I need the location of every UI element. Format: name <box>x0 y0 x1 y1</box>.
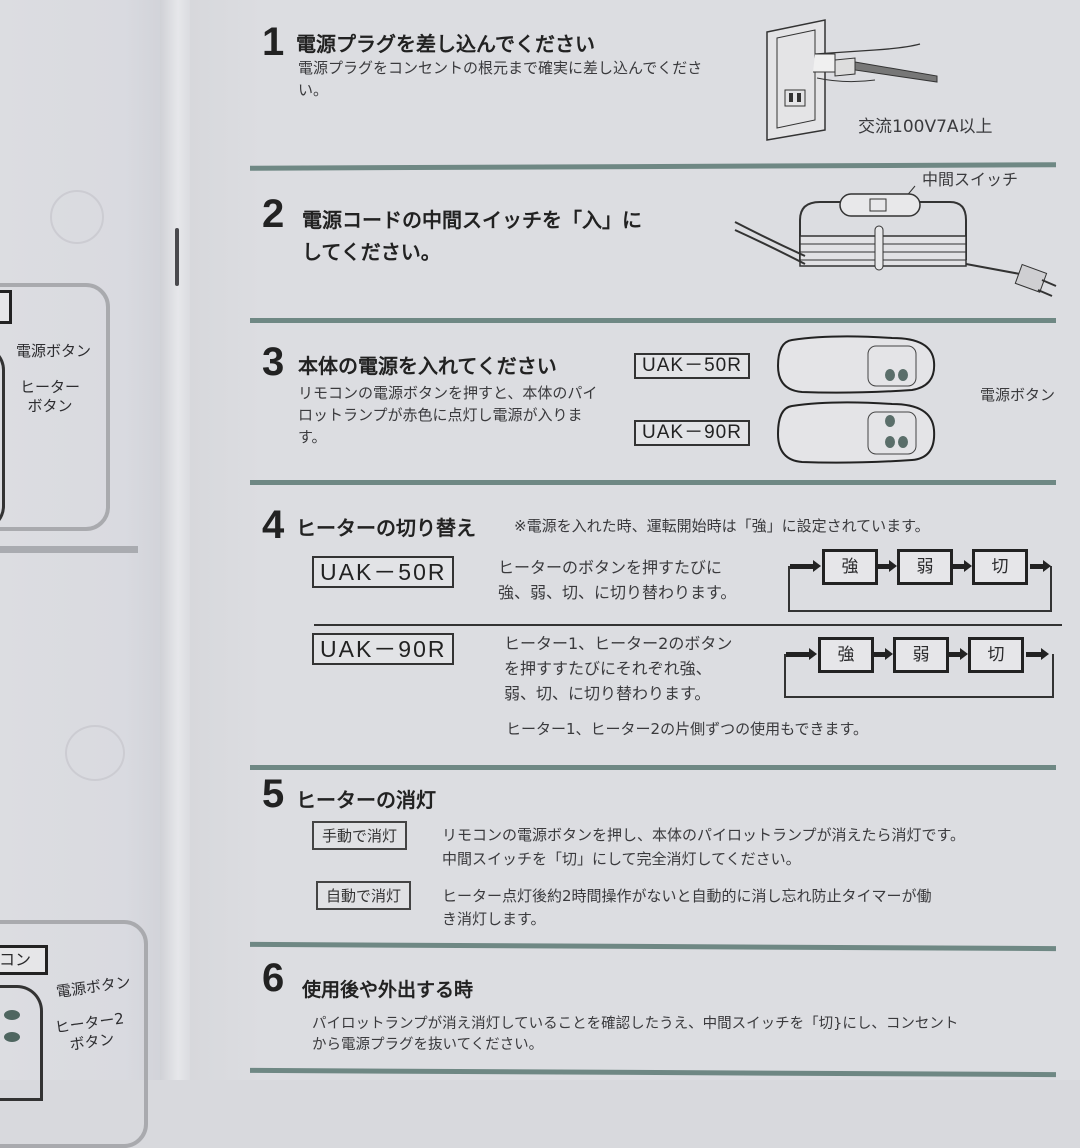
arrow-icon <box>1026 648 1049 660</box>
step-1-body: 電源プラグをコンセントの根元まで確実に差し込んでください。 <box>298 59 703 99</box>
step-5-title: ヒーターの消灯 <box>296 788 436 812</box>
uak50r-text-line1: ヒーターのボタンを押すたびに <box>498 558 723 577</box>
remote-controls-illustration <box>776 335 936 464</box>
arrow-icon <box>953 560 972 572</box>
faint-prohibit-icon <box>65 725 125 781</box>
remote-panel-tag-bottom: コン <box>0 945 48 975</box>
left-divider <box>0 546 138 553</box>
staple-icon <box>175 228 179 286</box>
manual-off-line1: リモコンの電源ボタンを押し、本体のパイロットランプが消えたら消灯です。 <box>442 826 966 844</box>
uak90r-footnote: ヒーター1、ヒーター2の片側ずつの使用もできます。 <box>506 720 868 738</box>
step-6-line1: パイロットランプが消え消灯していることを確認したうえ、中間スイッチを「切}にし、… <box>312 1016 959 1032</box>
plug-into-outlet-illustration <box>766 19 938 141</box>
remote-button-icon <box>4 1032 20 1042</box>
step-3-body: リモコンの電源ボタンを押すと、本体のパイロットランプが赤色に点灯し電源が入ります… <box>298 384 598 446</box>
state-strong: 強 <box>822 549 878 585</box>
uak50r-text-line2: 強、弱、切、に切り替わります。 <box>498 583 737 602</box>
step-3-title: 本体の電源を入れてください <box>298 354 557 378</box>
manual-off-tag: 手動で消灯 <box>312 821 408 850</box>
model-tag-uak90r: UAK－90R <box>634 420 750 446</box>
section-divider <box>250 765 1056 770</box>
step-2-title-line2: してください。 <box>302 240 441 264</box>
step-1-title: 電源プラグを差し込んでください <box>296 32 595 56</box>
cycle-loop <box>784 654 1054 698</box>
remote-panel-top <box>0 283 110 531</box>
uak90r-text-line3: 弱、切、に切り替わります。 <box>504 684 711 703</box>
inline-switch-label: 中間スイッチ <box>922 170 1019 189</box>
state-off: 切 <box>968 637 1024 673</box>
manual-off-line2: 中間スイッチを「切」にして完全消灯してください。 <box>442 850 801 868</box>
step-2-number: 2 <box>262 192 285 236</box>
step-6-line2: から電源プラグを抜いてください。 <box>312 1037 544 1053</box>
model-tag-uak50r: UAK－50R <box>312 556 455 588</box>
step-3-number: 3 <box>262 340 285 384</box>
step-1-caption: 交流100V7A以上 <box>858 117 993 137</box>
remote-panel-tag <box>0 290 12 324</box>
arrow-icon <box>949 648 968 660</box>
power-button-label: 電源ボタン <box>16 342 92 360</box>
remote-outline-bottom <box>0 985 43 1101</box>
auto-off-line1: ヒーター点灯後約2時間操作がないと自動的に消し忘れ防止タイマーが働 <box>442 887 932 905</box>
cycle-loop <box>788 566 1052 612</box>
remote-button-icon <box>4 1010 20 1020</box>
step-4-note: ※電源を入れた時、運転開始時は「強」に設定されています。 <box>514 517 930 535</box>
state-strong: 強 <box>818 637 874 673</box>
left-page: 電源ボタン ヒーター ボタン コン 電源ボタン ヒーター2 ボタン <box>0 0 178 1148</box>
step-2-title-line1: 電源コードの中間スイッチを「入」に <box>302 208 642 232</box>
step-4-title: ヒーターの切り替え <box>296 516 476 540</box>
model-tag-uak90r: UAK－90R <box>312 633 455 665</box>
step-5-number: 5 <box>262 772 285 816</box>
arrow-icon <box>878 560 897 572</box>
uak90r-text-line1: ヒーター1、ヒーター2のボタン <box>504 634 733 653</box>
arrow-icon <box>1030 560 1051 572</box>
state-weak: 弱 <box>893 637 949 673</box>
step-6-title: 使用後や外出する時 <box>302 979 474 1001</box>
auto-off-line2: き消灯します。 <box>442 910 546 928</box>
heater-button-label: ヒーター ボタン <box>20 378 81 415</box>
remote-outline <box>0 345 5 531</box>
model-tag-uak50r: UAK－50R <box>634 353 750 379</box>
step-1-number: 1 <box>262 20 285 64</box>
auto-off-tag: 自動で消灯 <box>316 881 412 910</box>
step-6-number: 6 <box>262 956 285 1000</box>
arrow-icon <box>786 648 817 660</box>
arrow-icon <box>874 648 893 660</box>
cord-with-inline-switch-illustration <box>734 185 1057 297</box>
power-button-label: 電源ボタン <box>980 386 1056 404</box>
arrow-icon <box>790 560 821 572</box>
section-divider <box>250 480 1056 485</box>
section-divider <box>250 318 1056 323</box>
step-4-number: 4 <box>262 503 285 547</box>
state-weak: 弱 <box>897 549 953 585</box>
variant-divider <box>314 624 1062 626</box>
faint-prohibit-icon <box>50 190 104 244</box>
state-off: 切 <box>972 549 1028 585</box>
uak90r-text-line2: を押すすたびにそれぞれ強、 <box>504 659 712 678</box>
